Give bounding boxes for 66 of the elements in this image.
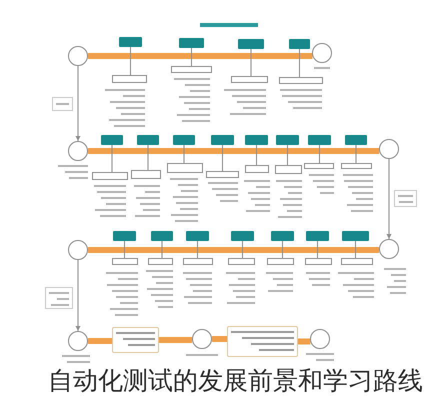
timeline-band <box>88 338 112 344</box>
stage-heading-box <box>308 135 331 145</box>
stage-heading-box <box>151 231 173 241</box>
timeline-band <box>88 53 312 59</box>
topic-heading-box <box>148 258 173 265</box>
topic-heading-box <box>245 165 269 173</box>
timeline-band <box>212 336 227 342</box>
stage-heading-box <box>211 135 234 145</box>
topic-heading-box <box>206 171 239 178</box>
connector-line <box>130 46 131 76</box>
stage-heading-box <box>137 135 159 145</box>
topic-heading-box <box>275 165 302 174</box>
summary-box <box>227 326 298 357</box>
topic-heading-box <box>267 258 294 265</box>
topic-heading-box <box>112 258 138 265</box>
topic-heading-box <box>341 163 372 169</box>
timeline-band <box>88 247 380 253</box>
topic-heading-box <box>305 258 332 265</box>
connector-line <box>317 240 318 258</box>
stage-heading-box <box>245 135 268 145</box>
timeline-band <box>159 337 192 343</box>
topic-heading-box <box>112 75 147 83</box>
note-box <box>52 97 73 111</box>
connector-line <box>222 144 223 172</box>
stage-heading-box <box>345 135 367 145</box>
connector-line <box>319 144 320 164</box>
stage-heading-box <box>101 135 123 145</box>
stage-heading-box <box>238 39 264 49</box>
topic-heading-box <box>171 66 212 73</box>
topic-heading-box <box>341 258 373 265</box>
stage-heading-box <box>173 135 195 145</box>
stage-heading-box <box>179 38 204 48</box>
stage-heading-box <box>342 231 369 241</box>
arrow <box>386 158 392 240</box>
stage-heading-box <box>231 231 254 241</box>
connector-line <box>197 240 198 258</box>
connector-line <box>299 48 300 78</box>
stage-heading-box <box>276 135 299 145</box>
connector-line <box>287 144 288 166</box>
stage-heading-box <box>119 37 142 47</box>
connector-line <box>282 240 283 258</box>
timeline-band <box>88 148 380 154</box>
summary-box <box>112 327 159 353</box>
connector-line <box>191 48 192 66</box>
timeline-band <box>298 338 310 344</box>
arrow <box>76 260 80 332</box>
stage-heading-box <box>271 231 294 241</box>
arrow <box>76 66 80 142</box>
stage-heading-box <box>289 39 310 49</box>
stage-heading-box <box>306 231 329 241</box>
connector-line <box>124 240 125 258</box>
topic-heading-box <box>167 163 203 173</box>
topic-heading-box <box>131 170 161 179</box>
stage-heading-box <box>186 231 209 241</box>
topic-heading-box <box>231 76 268 83</box>
topic-heading-box <box>92 172 128 180</box>
topic-heading-box <box>183 258 213 265</box>
topic-heading-box <box>279 77 323 84</box>
stage-heading-box <box>113 231 136 241</box>
connector-line <box>355 240 356 258</box>
connector-line <box>242 240 243 258</box>
topic-heading-box <box>228 258 255 265</box>
topic-heading-box <box>304 163 334 169</box>
caption: 自动化测试的发展前景和学习路线 <box>48 366 423 396</box>
connector-line <box>250 48 252 76</box>
connector-line <box>256 144 257 166</box>
